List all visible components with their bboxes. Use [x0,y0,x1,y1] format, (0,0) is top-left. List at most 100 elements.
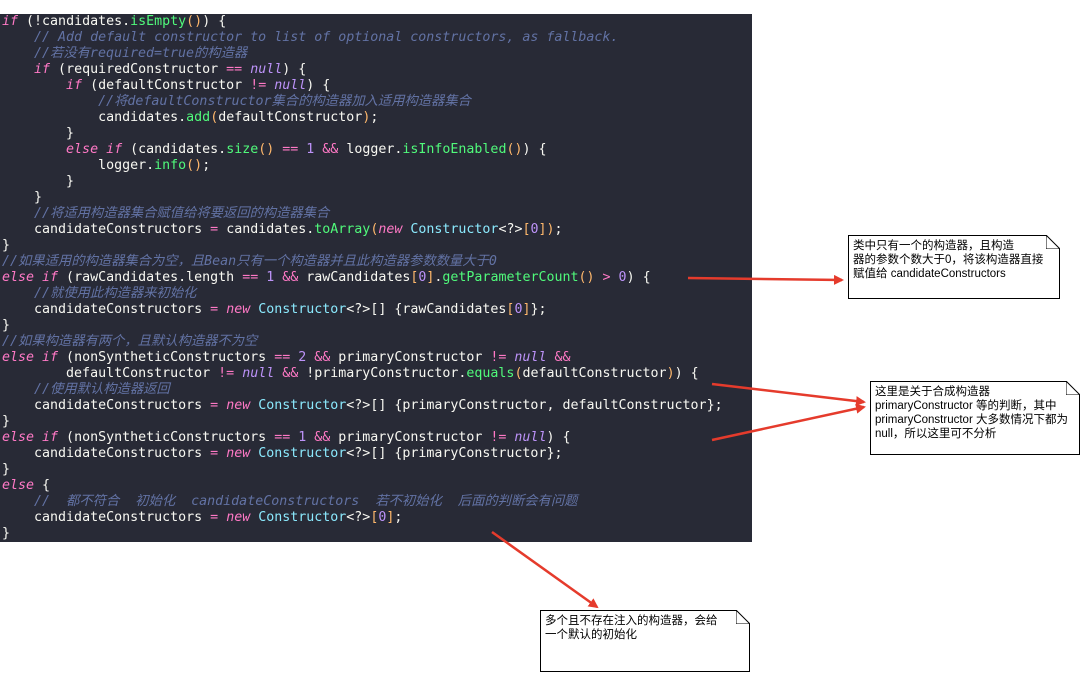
code-line: if (defaultConstructor != null) { [2,78,330,94]
code-token: if [2,14,19,29]
code-token: candidates [98,110,179,125]
code-token: ) { [546,430,571,445]
code-token: 0 [418,270,427,285]
code-token: ( [514,366,523,381]
code-token [2,30,34,45]
code-token: > [594,270,619,285]
code-line: candidateConstructors = candidates.toArr… [2,222,563,238]
code-token [2,142,66,157]
code-token: . [218,142,227,157]
code-line: } [2,462,10,478]
code-token: nonSyntheticConstructors [74,430,267,445]
code-token [2,302,34,317]
code-line: else if (nonSyntheticConstructors == 2 &… [2,350,570,366]
code-token: 1 [298,430,307,445]
note-synthetic-constructors: 这里是关于合成构造器 primaryConstructor 等的判断，其中 pr… [870,381,1080,455]
code-token: ; [370,110,379,125]
code-token: { [34,478,51,493]
code-token: = [202,222,227,237]
code-line: candidateConstructors = new Constructor<… [2,302,546,318]
code-line: defaultConstructor != null && !primaryCo… [2,366,699,382]
code-token: rawCandidates [74,270,179,285]
code-token: [ [410,270,419,285]
code-token: == [266,350,299,365]
note-line: primaryConstructor 大多数情况下都为 [875,414,1068,426]
code-token: primaryConstructor [338,430,483,445]
code-token [2,382,34,397]
code-token: new [378,222,403,237]
code-token: == [274,142,307,157]
code-token: . [394,142,403,157]
code-token: } [2,126,75,141]
code-token: new [226,446,251,461]
code-token [2,222,34,237]
code-token: [ [506,302,515,317]
note-line: null，所以这里可不分析 [875,428,997,440]
code-token: 0 [530,222,539,237]
code-token: requiredConstructor [66,62,219,77]
code-token [2,510,34,525]
code-token: () [258,142,275,157]
code-token: () [186,14,203,29]
code-token: ( [370,222,379,237]
note-line: 一个默认的初始化 [545,629,637,641]
code-token: new [226,302,251,317]
code-token: null [242,366,275,381]
note-line: 多个且不存在注入的构造器，会给 [545,615,718,627]
code-token: if [66,78,83,93]
code-token: Constructor [250,398,347,413]
code-token: else if [2,350,59,365]
code-token: getParameterCount [442,270,579,285]
code-token: == [234,270,267,285]
code-token: . [146,158,155,173]
code-token: rawCandidates [402,302,507,317]
code-token: != [210,366,243,381]
code-token: nonSyntheticConstructors [74,350,267,365]
code-token: && [274,366,307,381]
note-line: 器的参数个数大于0，将该构造器直接 [853,254,1044,266]
code-token: equals [466,366,515,381]
code-token: } [2,526,11,541]
code-token: && [314,142,347,157]
code-token: isEmpty [130,14,187,29]
code-token: ) { [626,270,651,285]
code-token: //将defaultConstructor集合的构造器加入适用构造器集合 [98,94,471,109]
code-line: } [2,318,10,334]
code-token: add [186,110,211,125]
code-token: null [250,62,283,77]
code-token: . [178,110,187,125]
code-token: else if [66,142,123,157]
code-token: ( [210,110,219,125]
code-token: logger [98,158,147,173]
code-token: //如果构造器有两个，且默认构造器不为空 [2,334,258,349]
code-token: } [2,318,11,333]
code-token: . [122,14,131,29]
code-line: logger.info(); [2,158,210,174]
code-token: if [34,62,51,77]
code-token: rawCandidates [306,270,411,285]
note-fold-icon [1046,235,1060,249]
code-token: } [2,462,11,477]
code-token: = [202,446,227,461]
code-token: }; [706,398,723,413]
code-token: && [306,430,339,445]
code-token: [ [522,222,531,237]
code-token: <?> [346,510,371,525]
code-token: } [2,174,75,189]
code-line: candidateConstructors = new Constructor<… [2,510,402,526]
code-token: logger [346,142,395,157]
code-token: ( [58,270,75,285]
code-token: //就使用此构造器来初始化 [34,286,197,301]
code-line: //若没有required=true的构造器 [2,46,247,62]
code-line: } [2,238,10,254]
code-token: ) { [522,142,547,157]
code-token: candidateConstructors [34,302,203,317]
code-token: && [306,350,339,365]
code-line: if (requiredConstructor == null) { [2,62,306,78]
note-default-init: 多个且不存在注入的构造器，会给 一个默认的初始化 [540,610,750,672]
code-token: (! [18,14,43,29]
code-token [2,398,34,413]
code-token: } [2,190,43,205]
code-token: () [186,158,203,173]
code-token: defaultConstructor [98,78,243,93]
